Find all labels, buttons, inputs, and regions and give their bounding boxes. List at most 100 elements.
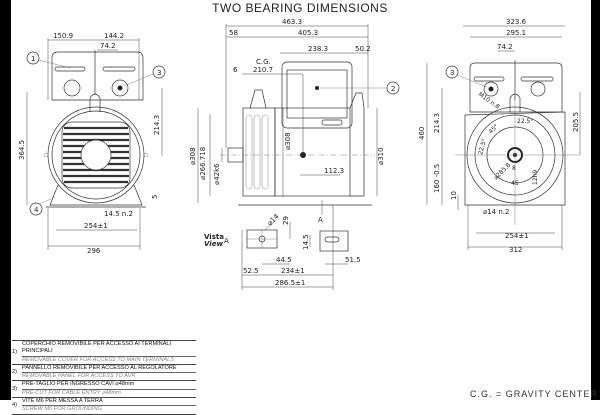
dim-label: 296 — [87, 247, 101, 255]
dim-label: 12h9 — [532, 170, 539, 185]
cable-entry-precut — [63, 79, 81, 97]
dim-label: ⌀308 — [189, 147, 197, 165]
terminal-box — [281, 61, 353, 129]
dim-label: ⌀310 — [377, 147, 385, 165]
legend-number: 2) — [12, 369, 17, 376]
dim-label: 6 — [233, 66, 238, 74]
gravity-center-note: C.G. = GRAVITY CENTER — [470, 389, 598, 399]
dim-label: ⌀266.718 — [199, 147, 207, 180]
callout-3 — [152, 65, 166, 79]
dim-label: 8 — [512, 165, 516, 172]
dim-label: 51.5 — [345, 256, 361, 264]
dim-label: 214.3 — [433, 113, 441, 133]
dim-label: 160 -0.5 — [433, 164, 441, 193]
dim-label: 254±1 — [84, 222, 108, 230]
cable-entry-precut — [111, 79, 129, 97]
view-a-label-en: View — [204, 240, 223, 248]
foot-plate — [319, 230, 349, 252]
drawing-border-left — [0, 0, 11, 400]
dim-label: 74.2 — [497, 43, 513, 51]
end-shield-outline — [464, 111, 566, 206]
callout-3 — [445, 65, 459, 79]
gravity-center-mark — [300, 152, 306, 158]
callout-label: 1 — [31, 55, 35, 63]
dim-label: ⌀285.8 — [492, 162, 512, 182]
dim-label: 112.3 — [324, 167, 344, 175]
legend-item: 2) PANNELLO REMOVIBILE PER ACCESSO AL RE… — [12, 365, 196, 382]
dim-label: 405.3 — [298, 29, 318, 37]
dim-label: 463.3 — [282, 18, 302, 26]
legend-text-en: PRE-CUT FOR CABLE ENTRY ⌀48mm — [22, 388, 196, 397]
dim-label: 10 — [450, 191, 458, 200]
legend-number: 1) — [12, 348, 17, 355]
legend-text-it: PRE-TAGLIO PER INGRESSO CAVI ⌀48mm — [22, 381, 135, 388]
dim-label: ⌀14 — [266, 212, 281, 227]
dim-label: ⌀14 n.2 — [483, 208, 509, 216]
dim-label: 238.3 — [308, 45, 328, 53]
dim-label: 460 — [418, 127, 426, 140]
callout-4 — [29, 202, 43, 216]
dim-label: 5 — [151, 195, 159, 199]
dim-label: 74.2 — [100, 42, 116, 50]
dim-label: 295.1 — [506, 29, 526, 37]
notes-legend: 1) COPERCHIO REMOVIBILE PER ACCESSO AI T… — [12, 340, 196, 415]
dim-label: 234±1 — [281, 267, 305, 275]
dim-label: 14.5 — [302, 234, 310, 250]
dim-label: ⌀308 — [284, 132, 292, 150]
drawing-title: TWO BEARING DIMENSIONS — [212, 1, 388, 15]
dim-label: 29 — [282, 216, 290, 225]
view-arrow-label: A — [318, 216, 323, 224]
dim-label: 45 — [511, 180, 519, 187]
dim-label: 286.5±1 — [275, 279, 305, 287]
dim-label: 52.5 — [243, 267, 259, 275]
callout-label: 2 — [391, 85, 395, 93]
technical-drawing: 150.9 144.2 74.2 364.5 214.3 5 14.5 n.2 … — [18, 18, 581, 290]
dim-label: C.G. — [256, 58, 271, 66]
dim-label: 364.5 — [18, 140, 26, 160]
lifting-eye — [89, 93, 101, 112]
callout-label: 3 — [157, 69, 161, 77]
dim-label: 14.5 n.2 — [104, 210, 133, 218]
legend-text-it: COPERCHIO REMOVIBILE PER ACCESSO AI TERM… — [22, 341, 172, 355]
legend-text-en: REMOVABLE PANEL FOR ACCESS TO AVR — [22, 372, 196, 380]
legend-text-it: PANNELLO REMOVIBILE PER ACCESSO AL REGOL… — [22, 364, 177, 371]
view-a-label-it: Vista — [204, 233, 224, 241]
dim-label: 214.3 — [153, 115, 161, 135]
fan-grille — [61, 121, 131, 189]
callout-label: 4 — [34, 206, 39, 214]
terminal-box-outline — [51, 51, 144, 101]
view-a: Vista View A ⌀14 29 14.5 44.5 51.5 52.5 … — [204, 205, 361, 290]
legend-text-en: REMOVABLE COVER FOR ACCESS TO MAIN TERMI… — [22, 355, 196, 364]
dim-label: 22.5° — [477, 138, 488, 156]
dim-label: 45° — [487, 123, 499, 135]
callout-label: 3 — [450, 69, 454, 77]
legend-number: 4) — [12, 402, 17, 409]
dim-label: 254±1 — [505, 232, 529, 240]
drawing-border-right — [591, 0, 600, 400]
dim-label: 144.2 — [104, 32, 124, 40]
view-a-letter: A — [224, 237, 229, 245]
dim-label: ⌀42k6 — [213, 163, 221, 185]
dim-label: 44.5 — [276, 256, 292, 264]
dim-label: 50.2 — [355, 45, 371, 53]
stator-body — [274, 107, 351, 197]
dim-label: 22.5° — [517, 118, 533, 125]
callout-1 — [26, 51, 40, 65]
dim-label: 150.9 — [53, 32, 73, 40]
dim-label: 312 — [509, 246, 522, 254]
legend-item: 1) COPERCHIO REMOVIBILE PER ACCESSO AI T… — [12, 340, 196, 365]
legend-text-it: VITE M6 PER MESSA A TERRA — [22, 398, 103, 405]
dim-label: 323.6 — [506, 18, 527, 26]
dim-label: 58 — [229, 29, 238, 37]
dim-label: 210.7 — [253, 66, 273, 74]
legend-text-en: SCREW M6 FOR GROUNDING — [22, 405, 196, 413]
dim-label: 205.5 — [572, 112, 580, 132]
fan-housing — [242, 107, 276, 197]
dim-label: M10 n.8 — [477, 91, 501, 111]
left-view: 150.9 144.2 74.2 364.5 214.3 5 14.5 n.2 … — [18, 32, 199, 255]
right-view: 323.6 295.1 74.2 460 214.3 160 -0.5 10 2… — [418, 18, 581, 254]
legend-number: 3) — [12, 385, 17, 392]
side-view: 463.3 58 405.3 238.3 50.2 C.G. 210.7 6 ⌀… — [199, 18, 400, 224]
